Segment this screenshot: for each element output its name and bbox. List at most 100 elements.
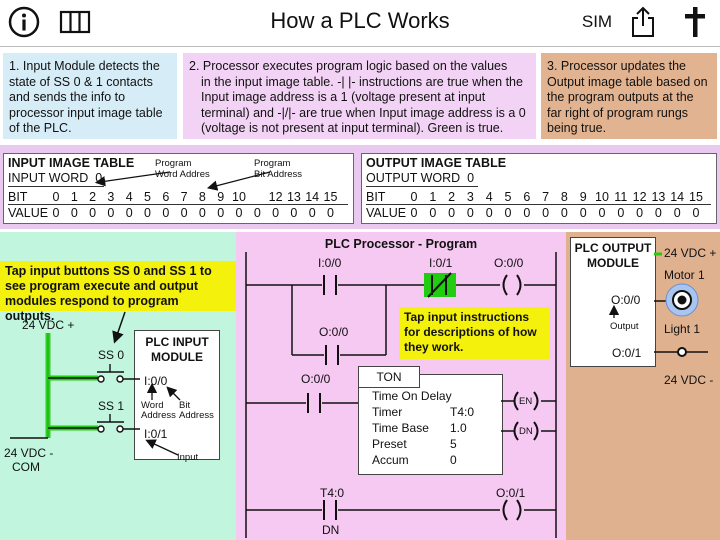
bit-address-word: Address [179,410,214,421]
input-supply-plus: 24 VDC + [22,318,75,332]
rung1-branch-label: O:0/0 [319,325,349,339]
input-bit-5: 5 [144,190,151,204]
word-address-word: Address [141,410,176,421]
output-supply-plus: 24 VDC + [664,246,717,260]
step-2-line-2: in the input image table. -| |- instruct… [201,74,526,136]
input-table-title: INPUT IMAGE TABLE [8,156,135,170]
timer-label: Timer [372,405,403,419]
output-bit-2: 2 [448,190,456,204]
step-1-text: 1. Input Module detects the state of SS … [3,53,177,139]
output-bit-7: 7 [542,190,550,204]
input-value-11: 0 [253,206,261,220]
output-bit-3: 3 [466,190,474,204]
output-module-title-2: MODULE [587,256,639,270]
output-bit-12: 12 [632,190,647,204]
output-bit-8: 8 [560,190,568,204]
timebase-label: Time Base [372,421,429,435]
ton-title: TON [358,366,420,388]
bit-tag: Bit [179,400,191,411]
output-addr-0: O:0/0 [611,293,641,307]
input-bit-4: 4 [125,190,133,204]
input-bit-14: 14 [305,190,320,204]
input-word-text: INPUT WORD [8,171,89,185]
input-addr-1: I:0/1 [144,427,168,441]
input-supply-com-2: COM [12,460,40,474]
input-supply-com-1: 24 VDC - [4,446,54,460]
output-bit-10: 10 [595,190,609,204]
output-value-8: 0 [560,206,568,220]
input-bit-7: 7 [180,190,188,204]
bit-address-callout: Program Bit Address [254,158,303,180]
input-value-0: 0 [52,206,60,220]
info-icon[interactable] [6,6,42,38]
output-value-6: 0 [523,206,531,220]
input-value-10: 0 [235,206,243,220]
accum-label: Accum [372,453,409,467]
ton-block[interactable] [358,374,503,475]
output-value-9: 0 [579,206,587,220]
input-tag: Input [177,452,199,463]
input-bit-label: BIT [8,190,28,204]
input-word-value: 0 [95,171,103,185]
sim-button[interactable]: SIM [581,12,613,31]
share-icon[interactable] [628,6,658,38]
output-bit-13: 13 [651,190,666,204]
output-bit-15: 15 [689,190,703,204]
output-bit-14: 14 [670,190,685,204]
input-bit-3: 3 [107,190,115,204]
output-bit-11: 11 [614,190,628,204]
input-bit-13: 13 [286,190,301,204]
step-2-text: 2. Processor executes program logic base… [183,53,536,139]
preset-value: 5 [450,437,457,451]
input-value-1: 0 [70,206,78,220]
input-value-3: 0 [107,206,115,220]
output-value-14: 0 [673,206,681,220]
rung2-contact-label: O:0/0 [301,372,331,386]
input-word-label: INPUT WORD 0 [8,171,102,185]
input-bit-12: 12 [268,190,283,204]
output-bit-label: BIT [366,190,386,204]
input-bit-9: 9 [217,190,225,204]
output-value-13: 0 [654,206,662,220]
book-icon[interactable] [58,6,92,38]
output-value-10: 0 [598,206,606,220]
en-label: EN [519,396,533,407]
input-bit-8: 8 [198,190,206,204]
input-value-7: 0 [180,206,188,220]
input-bit-10: 10 [232,190,246,204]
output-value-2: 0 [448,206,456,220]
input-bit-1: 1 [70,190,78,204]
word-tag: Word [141,400,164,411]
input-value-12: 0 [272,206,280,220]
input-value-15: 0 [327,206,334,220]
output-value-3: 0 [466,206,474,220]
step-3-text: 3. Processor updates the Output image ta… [541,53,717,139]
input-value-label: VALUE [8,206,49,220]
ss0-label: SS 0 [98,348,125,362]
output-value-7: 0 [542,206,550,220]
motor-label: Motor 1 [664,268,705,282]
rung3-contact-label: T4:0 [320,486,345,500]
output-value-11: 0 [617,206,625,220]
output-bit-4: 4 [485,190,493,204]
rung1-contact2-label: I:0/1 [429,256,453,270]
input-value-4: 0 [125,206,133,220]
input-module-title-1: PLC INPUT [145,335,209,349]
output-value-0: 0 [410,206,418,220]
app-header: How a PLC Works SIM [0,0,720,47]
output-table-title: OUTPUT IMAGE TABLE [366,156,507,170]
input-instructions-hint: Tap input buttons SS 0 and SS 1 to see p… [0,261,236,323]
word-address-callout: Program Word Addres [155,158,210,180]
timer-value: T4:0 [450,405,475,419]
tap-instructions-hint: Tap input instructions for descriptions … [399,307,550,359]
input-bit-2: 2 [89,190,97,204]
output-bit-5: 5 [504,190,512,204]
output-value-12: 0 [636,206,644,220]
rung1-contact1-label: I:0/0 [318,256,342,270]
cross-icon[interactable] [680,6,710,38]
input-bit-6: 6 [162,190,170,204]
output-value-label: VALUE [366,206,407,220]
input-value-2: 0 [89,206,97,220]
